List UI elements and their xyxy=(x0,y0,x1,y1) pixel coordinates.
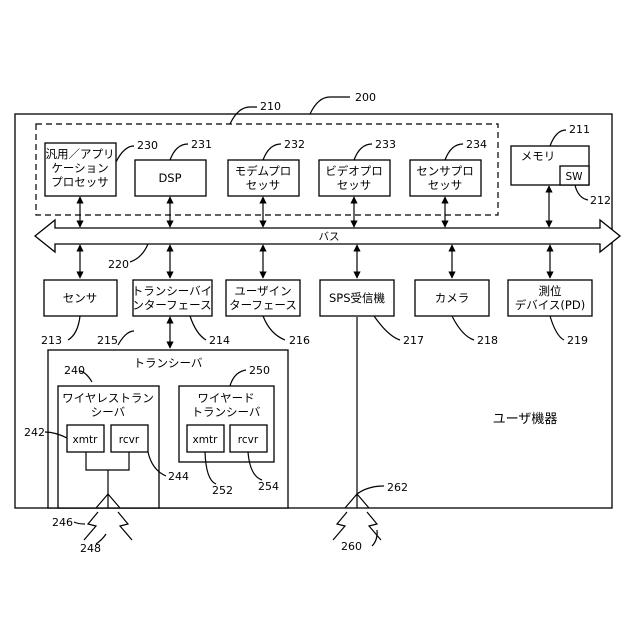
svg-text:rcvr: rcvr xyxy=(119,434,140,446)
right-antenna-ref: 262 xyxy=(387,481,408,494)
peripheral-sps-receiver-ref: 217 xyxy=(403,334,424,347)
processor-modem: モデムプロ セッサ xyxy=(228,160,299,196)
right-signal-ref: 260 xyxy=(341,540,362,553)
memory-block: メモリ SW xyxy=(511,146,589,185)
svg-text:rcvr: rcvr xyxy=(238,434,259,446)
peripheral-camera: カメラ xyxy=(415,280,489,316)
processor-modem-ref: 232 xyxy=(284,138,305,151)
left-signal-ref: 248 xyxy=(80,542,101,555)
svg-text:トランシーバイ: トランシーバイ xyxy=(132,284,212,298)
peripheral-sps-receiver: SPS受信機 xyxy=(320,280,394,316)
svg-text:セッサ: セッサ xyxy=(246,178,281,192)
peripheral-user-interface: ユーザイン ターフェース xyxy=(226,280,300,316)
wired-transceiver-ref: 250 xyxy=(249,364,270,377)
memory-ref: 211 xyxy=(569,123,590,136)
svg-text:xmtr: xmtr xyxy=(73,434,99,446)
bus-label: バス xyxy=(319,231,340,243)
svg-text:ワイヤレストラン: ワイヤレストラン xyxy=(62,391,154,405)
peripheral-camera-ref: 218 xyxy=(477,334,498,347)
peripheral-transceiver-interface-ref: 214 xyxy=(209,334,230,347)
svg-text:プロセッサ: プロセッサ xyxy=(51,175,109,189)
svg-text:セッサ: セッサ xyxy=(337,178,372,192)
peripheral-sensor: センサ xyxy=(44,280,117,316)
svg-text:DSP: DSP xyxy=(158,171,181,185)
svg-text:SPS受信機: SPS受信機 xyxy=(329,291,386,305)
svg-text:センサ: センサ xyxy=(63,291,98,305)
svg-text:メモリ: メモリ xyxy=(521,149,556,163)
wireless-transceiver-ref: 240 xyxy=(64,364,85,377)
svg-text:ビデオプロ: ビデオプロ xyxy=(325,164,383,178)
wireless-transceiver: ワイヤレストラン シーバ xmtr rcvr xyxy=(58,386,159,508)
svg-text:ンターフェース: ンターフェース xyxy=(132,298,211,312)
transceiver-label: トランシーバ xyxy=(134,356,203,370)
processor-group-ref: 210 xyxy=(260,100,281,113)
processor-sensor-ref: 234 xyxy=(466,138,487,151)
peripheral-transceiver-interface: トランシーバイ ンターフェース xyxy=(132,280,212,316)
svg-text:SW: SW xyxy=(565,171,583,183)
sw-ref: 212 xyxy=(590,194,611,207)
device-ref: 200 xyxy=(355,91,376,104)
svg-text:ワイヤード: ワイヤード xyxy=(197,391,254,405)
wired-xmtr-ref: 252 xyxy=(212,484,233,497)
wireless-xmtr-ref: 242 xyxy=(24,426,45,439)
processor-dsp: DSP xyxy=(135,160,206,196)
svg-text:ケーション: ケーション xyxy=(51,161,108,175)
svg-text:測位: 測位 xyxy=(539,284,562,298)
svg-text:ターフェース: ターフェース xyxy=(229,298,297,312)
svg-text:シーバ: シーバ xyxy=(91,405,126,419)
svg-text:センサプロ: センサプロ xyxy=(416,164,474,178)
processor-sensor: センサプロ セッサ xyxy=(410,160,481,196)
svg-text:セッサ: セッサ xyxy=(428,178,463,192)
device-title: ユーザ機器 xyxy=(493,412,558,427)
peripheral-positioning-device: 測位 デバイス(PD) xyxy=(508,280,592,316)
left-antenna-ref: 246 xyxy=(52,516,73,529)
processor-video-ref: 233 xyxy=(375,138,396,151)
processor-dsp-ref: 231 xyxy=(191,138,212,151)
peripheral-positioning-device-ref: 219 xyxy=(567,334,588,347)
svg-text:汎用／アプリ: 汎用／アプリ xyxy=(46,147,115,161)
wired-transceiver: ワイヤード トランシーバ xmtr rcvr xyxy=(179,386,274,462)
processor-video: ビデオプロ セッサ xyxy=(319,160,390,196)
bus-ref: 220 xyxy=(108,258,129,271)
processor-general-ref: 230 xyxy=(137,139,158,152)
svg-text:モデムプロ: モデムプロ xyxy=(235,164,292,178)
transceiver-link-ref: 215 xyxy=(97,334,118,347)
svg-text:ユーザイン: ユーザイン xyxy=(234,284,291,298)
wired-rcvr-ref: 254 xyxy=(258,480,279,493)
peripheral-user-interface-ref: 216 xyxy=(289,334,310,347)
processor-general: 汎用／アプリ ケーション プロセッサ xyxy=(45,143,116,196)
svg-text:トランシーバ: トランシーバ xyxy=(192,405,261,419)
svg-text:カメラ: カメラ xyxy=(435,291,470,305)
peripheral-sensor-ref: 213 xyxy=(41,334,62,347)
svg-text:xmtr: xmtr xyxy=(193,434,219,446)
wireless-rcvr-ref: 244 xyxy=(168,470,189,483)
svg-text:デバイス(PD): デバイス(PD) xyxy=(515,298,585,312)
